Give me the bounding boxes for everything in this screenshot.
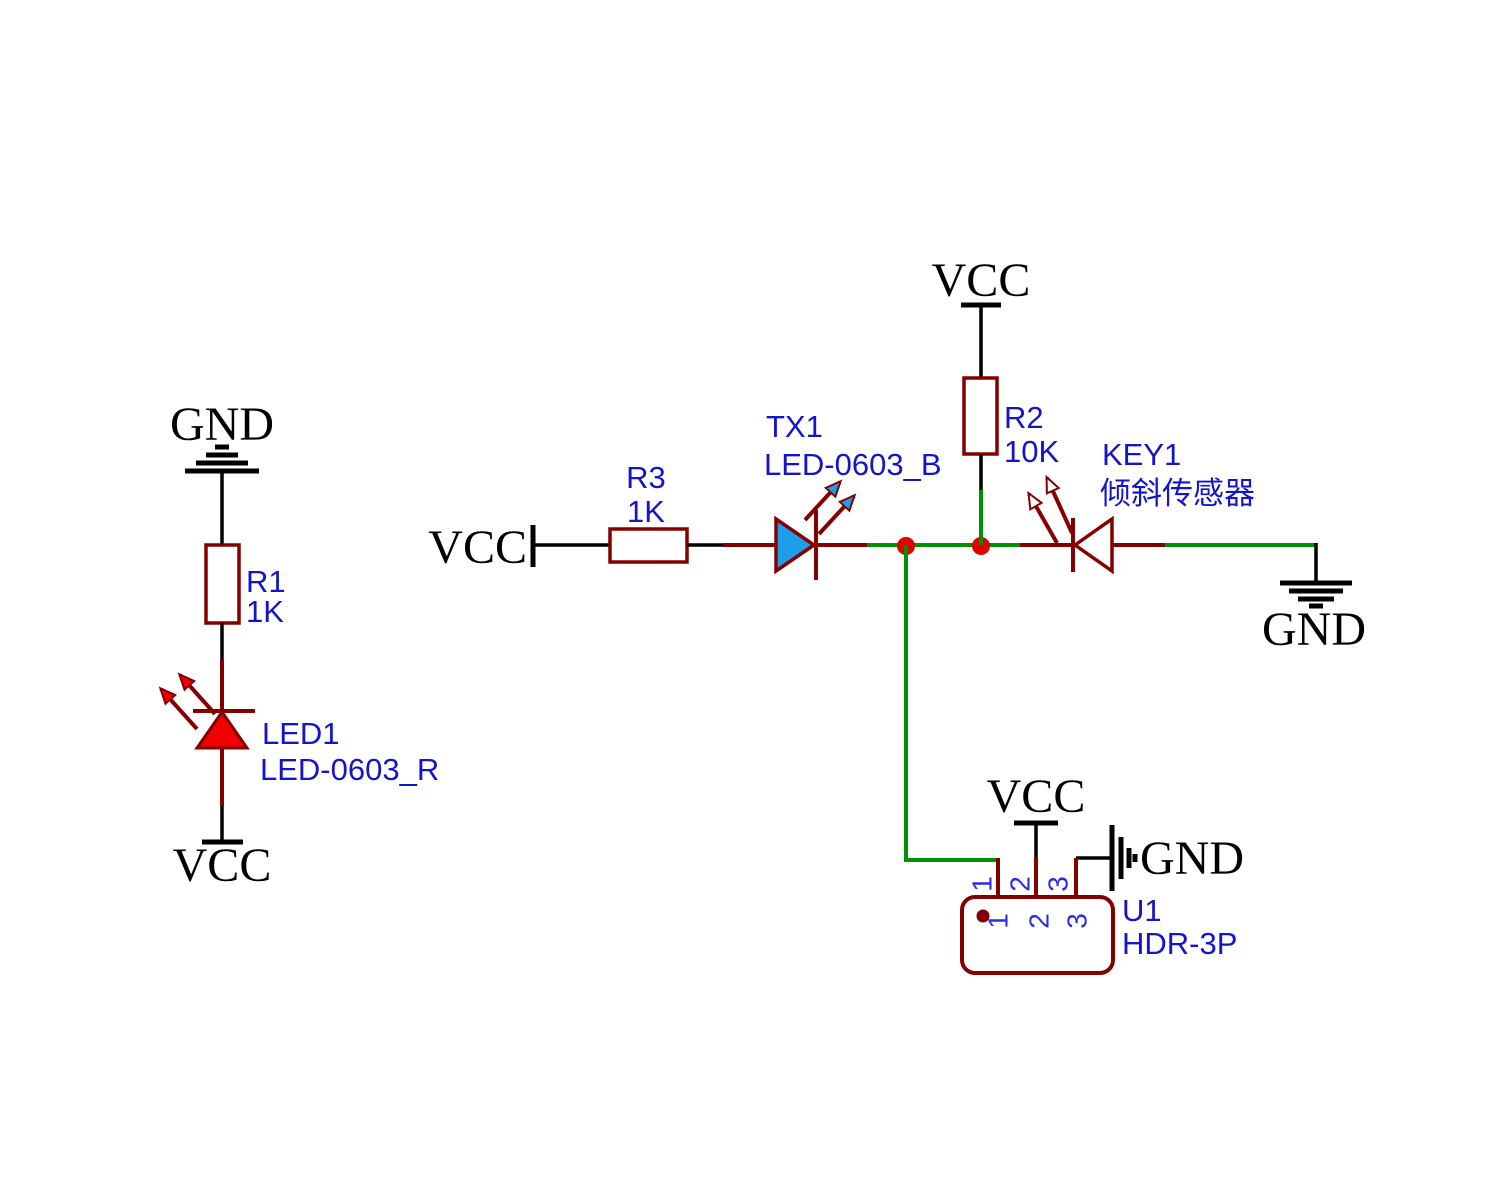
u1-pin2-name: 2: [1024, 913, 1055, 929]
u1-pin3-number: 3: [1043, 876, 1074, 892]
gnd-power-symbol-left[interactable]: GND: [170, 398, 274, 474]
vcc-power-symbol-u1[interactable]: VCC: [987, 770, 1086, 826]
wire-net-to-u1-pin1[interactable]: [904, 546, 998, 862]
u1-ref-label: U1: [1122, 893, 1162, 928]
tx1-triangle: [774, 515, 818, 575]
led1-package-label: LED-0603_R: [260, 752, 439, 787]
gnd-net-label: GND: [170, 398, 274, 451]
u1-pin1-name: 1: [983, 913, 1014, 929]
earth-ground-icon: [185, 444, 259, 474]
tx1-ref-label: TX1: [766, 409, 823, 444]
u1-body: [960, 895, 1115, 975]
vcc-power-symbol-r2[interactable]: VCC: [932, 254, 1031, 308]
r2-ref-label: R2: [1004, 400, 1044, 435]
vcc-net-label: VCC: [932, 254, 1031, 307]
key1-sensor-symbol[interactable]: KEY1 倾斜传感器: [1029, 437, 1255, 575]
u1-package-label: HDR-3P: [1122, 926, 1237, 961]
earth-ground-icon: [1280, 580, 1352, 609]
junction-dot: [972, 537, 990, 555]
tx1-led-symbol[interactable]: TX1 LED-0603_B: [764, 409, 942, 580]
led1-symbol[interactable]: LED1 LED-0603_R: [161, 675, 439, 787]
resistor-r3-body: [608, 527, 689, 564]
vcc-power-symbol-left[interactable]: VCC: [173, 839, 272, 892]
resistor-r1-body: [204, 543, 241, 625]
vcc-net-label: VCC: [987, 770, 1086, 823]
key1-arrows-icon: [1029, 478, 1074, 544]
gnd-power-symbol-u1[interactable]: GND: [1109, 825, 1244, 891]
r1-value-label: 1K: [246, 594, 284, 629]
gnd-net-label: GND: [1262, 603, 1366, 656]
r1-ref-label: R1: [246, 564, 286, 599]
r3-value-label: 1K: [627, 494, 665, 529]
vcc-net-label: VCC: [428, 521, 527, 574]
tx1-emission-arrows-icon: [803, 482, 854, 536]
key1-ref-label: KEY1: [1102, 437, 1181, 472]
resistor-r1[interactable]: R1 1K: [204, 543, 286, 629]
connector-u1[interactable]: 1 2 3 1 2 3 U1 HDR-3P: [960, 858, 1237, 975]
r2-value-label: 10K: [1004, 434, 1059, 469]
u1-pin2-number: 2: [1005, 876, 1036, 892]
gnd-net-label: GND: [1140, 832, 1244, 885]
resistor-r2-body: [962, 376, 999, 456]
vcc-power-symbol-mid[interactable]: VCC: [428, 521, 536, 574]
vcc-net-label: VCC: [173, 839, 272, 892]
resistor-r3[interactable]: R3 1K: [608, 460, 689, 564]
tx1-package-label: LED-0603_B: [764, 447, 942, 482]
u1-pin1-number: 1: [967, 876, 998, 892]
u1-pin1-marker-dot: [976, 909, 990, 923]
r3-ref-label: R3: [626, 460, 666, 495]
earth-ground-icon-rotated: [1109, 825, 1138, 891]
gnd-power-symbol-right[interactable]: GND: [1262, 580, 1366, 656]
led1-emission-arrows-icon: [161, 675, 217, 731]
key1-description-label: 倾斜传感器: [1100, 476, 1255, 511]
resistor-r2[interactable]: R2 10K: [962, 376, 1059, 469]
led1-ref-label: LED1: [262, 716, 340, 751]
u1-pin3-name: 3: [1062, 913, 1093, 929]
